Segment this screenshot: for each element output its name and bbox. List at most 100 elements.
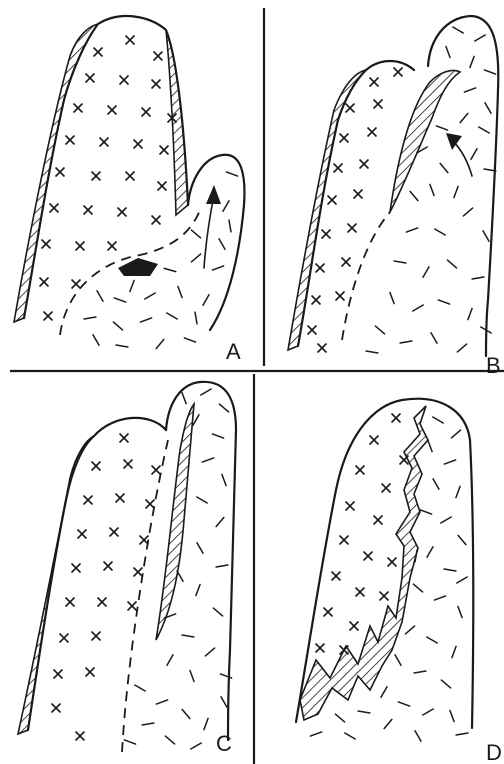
- dash-mark: [190, 670, 194, 681]
- dash-mark: [485, 103, 491, 113]
- dash-mark: [204, 718, 208, 729]
- dash-mark: [464, 88, 475, 92]
- dash-mark: [423, 267, 429, 277]
- dash-mark: [223, 201, 229, 211]
- dash-mark: [178, 286, 182, 297]
- dash-mark: [167, 655, 173, 665]
- dash-mark: [219, 404, 228, 412]
- dash-mark: [472, 277, 484, 279]
- dash-mark: [156, 339, 164, 348]
- dash-mark: [444, 460, 455, 464]
- dash-mark: [142, 723, 154, 725]
- dash-mark: [130, 280, 134, 291]
- dash-mark: [420, 510, 431, 514]
- dash-mark: [182, 709, 190, 718]
- dash-mark: [229, 220, 231, 232]
- dash-mark: [366, 351, 378, 353]
- dash-mark: [450, 710, 454, 721]
- hatched-band-right-a: [166, 30, 188, 215]
- dash-mark: [193, 415, 199, 425]
- dash-mark: [453, 27, 463, 33]
- dash-mark: [483, 231, 489, 241]
- dash-mark: [470, 56, 474, 67]
- dash-mark: [446, 46, 450, 57]
- dash-mark: [226, 172, 237, 176]
- dash-mark: [441, 680, 450, 688]
- dash-mark: [460, 113, 468, 122]
- arrow-head-a: [206, 185, 221, 204]
- dash-mark: [216, 517, 224, 526]
- dash-mark: [221, 697, 227, 707]
- dash-mark: [191, 230, 200, 238]
- boundary-dashed-c: [122, 440, 168, 752]
- dash-mark: [145, 293, 155, 299]
- panel-label-b: B: [486, 353, 501, 378]
- hatched-band-left-c: [18, 436, 94, 734]
- dash-mark: [358, 711, 370, 713]
- dash-mark: [177, 571, 183, 581]
- dash-mark: [447, 260, 456, 268]
- dash-mark: [441, 517, 451, 523]
- dash-mark: [475, 35, 485, 41]
- dash-mark: [484, 70, 495, 74]
- hatched-band-left-a: [14, 24, 98, 322]
- dash-mark: [415, 731, 421, 741]
- dash-mark: [191, 743, 201, 749]
- dash-mark: [430, 184, 434, 195]
- dash-mark: [435, 229, 445, 235]
- dash-mark: [479, 127, 489, 133]
- dash-mark: [114, 298, 125, 302]
- dash-mark: [197, 497, 207, 503]
- cross-marks-c: [52, 434, 161, 741]
- dash-mark: [212, 434, 223, 438]
- dash-mark: [191, 254, 200, 262]
- dash-mark: [413, 584, 422, 592]
- dash-mark: [113, 322, 122, 330]
- black-block-a: [118, 258, 158, 276]
- panel-label-a: A: [226, 339, 241, 364]
- dash-mark: [458, 606, 462, 617]
- dash-mark: [471, 149, 477, 159]
- dash-marks-b: [366, 27, 496, 353]
- dash-mark: [456, 486, 460, 497]
- dash-mark: [202, 458, 213, 462]
- dash-mark: [135, 685, 145, 691]
- dash-mark: [457, 344, 466, 352]
- arrow-head-b: [446, 133, 462, 150]
- jagged-hatched-zone-d: [300, 406, 428, 720]
- dash-mark: [410, 191, 418, 200]
- dash-mark: [195, 312, 197, 324]
- dash-mark: [310, 732, 321, 736]
- dash-mark: [452, 646, 456, 657]
- dash-mark: [457, 577, 467, 583]
- dash-mark: [384, 719, 392, 728]
- dash-mark: [406, 228, 417, 232]
- dash-mark: [431, 333, 437, 343]
- hump-outline-b: [428, 16, 498, 356]
- dash-mark: [440, 163, 448, 172]
- dash-mark: [394, 261, 406, 263]
- dash-mark: [205, 648, 214, 656]
- dash-mark: [375, 326, 384, 334]
- dash-mark: [212, 266, 223, 270]
- dash-mark: [400, 341, 412, 343]
- dash-mark: [427, 637, 437, 643]
- dash-mark: [436, 126, 447, 130]
- dash-mark: [413, 305, 423, 311]
- dash-mark: [395, 655, 401, 665]
- dash-mark: [444, 569, 456, 571]
- dash-mark: [84, 317, 96, 319]
- dash-mark: [197, 543, 203, 553]
- dash-mark: [140, 318, 151, 322]
- dash-mark: [156, 700, 167, 704]
- dash-mark: [184, 338, 195, 342]
- dash-mark: [456, 733, 468, 735]
- dash-mark: [345, 733, 355, 739]
- dash-mark: [124, 740, 135, 744]
- panel-label-c: C: [216, 731, 232, 756]
- dash-mark: [434, 596, 445, 600]
- dash-mark: [222, 474, 226, 485]
- panel-label-d: D: [486, 740, 502, 764]
- dash-mark: [182, 635, 194, 637]
